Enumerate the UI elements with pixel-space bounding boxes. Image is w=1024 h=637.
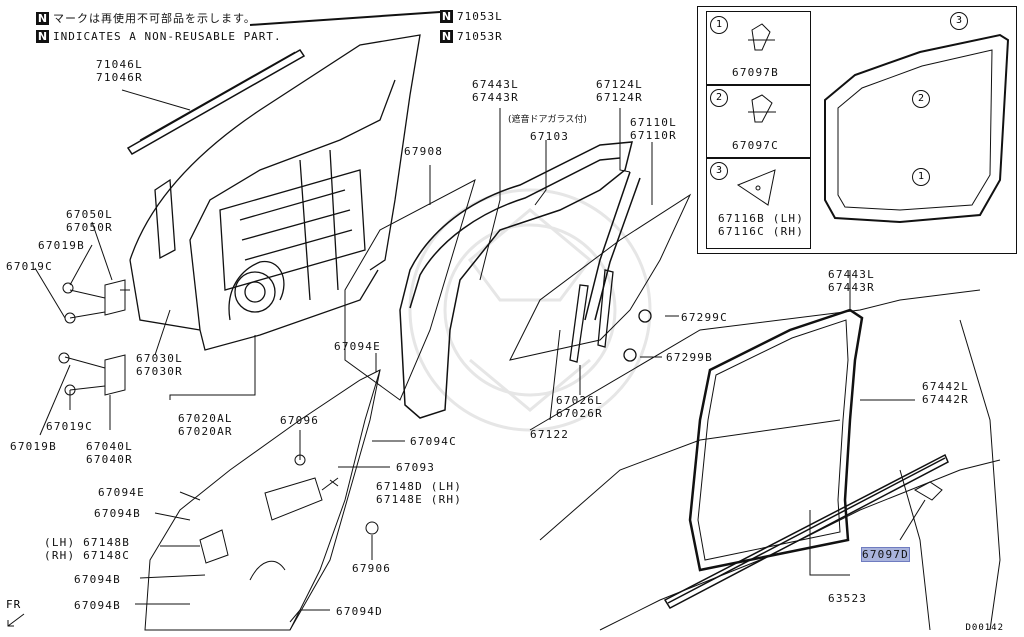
clip-67097d <box>913 481 943 501</box>
regulator-67026 <box>569 269 652 363</box>
inset-item-2-part[interactable]: 67097C <box>732 139 779 152</box>
label-67148de[interactable]: 67148D (LH)67148E (RH) <box>376 480 463 506</box>
label-67908[interactable]: 67908 <box>404 145 444 158</box>
inset-item-3-part[interactable]: 67116B (LH)67116C (RH) <box>718 212 805 238</box>
label-67103[interactable]: 67103 <box>530 130 570 143</box>
leader-lines <box>34 89 926 623</box>
fr-label: FR <box>6 598 22 611</box>
clip-67097b-icon <box>748 23 775 51</box>
label-67094e-mid[interactable]: 67094E <box>98 486 145 499</box>
weatherstrip-67442 <box>688 308 864 572</box>
inset-callout-1: 1 <box>912 168 930 186</box>
label-67019c-top[interactable]: 67019C <box>6 260 53 273</box>
inset-weatherstrip <box>824 33 1010 224</box>
inset-panel <box>697 6 1017 254</box>
inset-item-3-number: 3 <box>710 162 728 180</box>
label-67019c-bot[interactable]: 67019C <box>46 420 93 433</box>
n-mark-icon: N <box>440 10 453 23</box>
label-67097d-highlighted[interactable]: 67097D <box>861 547 910 562</box>
n-mark-icon: N <box>440 30 453 43</box>
scuff-plate-63523 <box>663 453 949 609</box>
n-mark-icon: N <box>36 12 49 25</box>
door-trim-67094 <box>144 369 381 631</box>
label-67094b-2[interactable]: 67094B <box>74 573 121 586</box>
bracket-67116-icon <box>736 169 776 206</box>
clip-67097c-icon <box>748 94 776 123</box>
inset-cell-3 <box>706 157 811 249</box>
label-67019b-top[interactable]: 67019B <box>38 239 85 252</box>
label-67093[interactable]: 67093 <box>396 461 436 474</box>
door-shell-67020 <box>129 34 421 351</box>
label-67122[interactable]: 67122 <box>530 428 570 441</box>
inset-item-2-number: 2 <box>710 89 728 107</box>
door-glass-67110 <box>509 193 692 361</box>
label-67299b[interactable]: 67299B <box>666 351 713 364</box>
label-63523[interactable]: 63523 <box>828 592 868 605</box>
inset-cell-2 <box>706 84 811 159</box>
channel-67124 <box>584 171 641 321</box>
drawing-code: D00142 <box>965 623 1004 633</box>
door-glass-67908 <box>344 179 476 401</box>
label-67094d[interactable]: 67094D <box>336 605 383 618</box>
inset-cell-1 <box>706 11 811 86</box>
label-67094b-1[interactable]: 67094B <box>94 507 141 520</box>
jp-note-text: マークは再使用不可部品を示します。 <box>53 12 256 25</box>
label-67096[interactable]: 67096 <box>280 414 320 427</box>
jp-note: N マークは再使用不可部品を示します。 <box>36 10 256 26</box>
label-67094c[interactable]: 67094C <box>410 435 457 448</box>
n-mark-icon: N <box>36 30 49 43</box>
inset-callout-3: 3 <box>950 12 968 30</box>
label-67299c[interactable]: 67299C <box>681 311 728 324</box>
label-67019b-bot[interactable]: 67019B <box>10 440 57 453</box>
en-note-text: INDICATES A NON-REUSABLE PART. <box>53 30 282 43</box>
front-indicator: FR <box>6 598 25 627</box>
en-note: N INDICATES A NON-REUSABLE PART. <box>36 30 282 43</box>
hinges-67050-67040 <box>58 279 126 396</box>
label-67094e-top[interactable]: 67094E <box>334 340 381 353</box>
belt-molding-71046 <box>126 11 441 155</box>
label-67148bc[interactable]: (LH) 67148B(RH) 67148C <box>44 536 131 562</box>
inset-item-1-number: 1 <box>710 16 728 34</box>
fr-arrow-icon <box>7 613 25 627</box>
label-67094b-3[interactable]: 67094B <box>74 599 121 612</box>
inset-callout-2: 2 <box>912 90 930 108</box>
label-67906[interactable]: 67906 <box>352 562 392 575</box>
glass-run-67443 <box>399 141 633 419</box>
inset-item-1-part[interactable]: 67097B <box>732 66 779 79</box>
label-67103-note: (遮音ドアガラス付) <box>508 115 587 125</box>
